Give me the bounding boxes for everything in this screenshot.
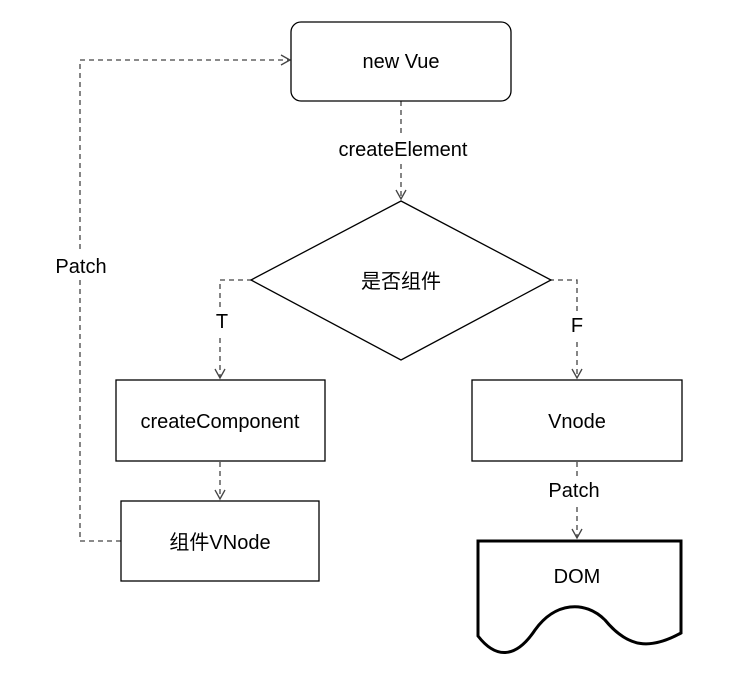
node-dom-document: DOM — [476, 539, 683, 654]
edge-decision-to-create-component — [214, 279, 252, 380]
edge-label-false: F — [568, 312, 586, 338]
node-new-vue-label: new Vue — [362, 51, 439, 73]
node-is-component-decision: 是否组件 — [249, 200, 553, 361]
edge-label-patch-right: Patch — [540, 476, 610, 504]
true-branch-label: T — [216, 311, 228, 333]
node-component-vnode-label: 组件VNode — [169, 531, 270, 554]
patch-left-label: Patch — [55, 256, 106, 278]
node-component-vnode: 组件VNode — [120, 500, 320, 582]
node-create-component-label: createComponent — [141, 411, 300, 433]
node-is-component-label: 是否组件 — [361, 270, 441, 293]
node-dom-label: DOM — [554, 566, 601, 588]
patch-right-label: Patch — [548, 480, 599, 502]
false-branch-label: F — [571, 315, 583, 337]
node-vnode-label: Vnode — [548, 411, 606, 433]
edge-decision-to-vnode — [549, 279, 583, 380]
edge-label-patch-left: Patch — [48, 252, 114, 280]
node-vnode: Vnode — [471, 379, 683, 462]
node-create-component: createComponent — [115, 379, 326, 462]
edge-label-create-element: createElement — [322, 134, 482, 162]
edge-label-true: T — [212, 308, 230, 334]
edge-create-component-to-component-vnode — [214, 462, 226, 501]
create-element-label: createElement — [339, 139, 468, 161]
node-new-vue: new Vue — [290, 21, 512, 102]
edge-component-vnode-to-new-vue — [79, 54, 292, 542]
